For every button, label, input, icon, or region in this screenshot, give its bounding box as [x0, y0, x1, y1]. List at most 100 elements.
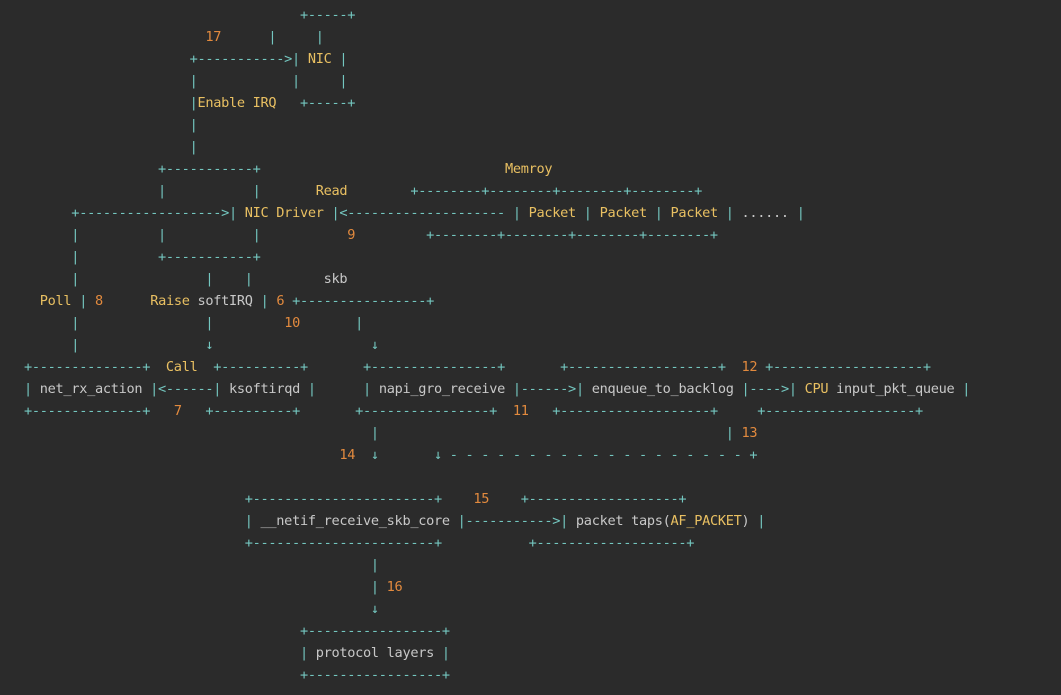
diagram-label: Read — [315, 183, 348, 199]
diagram-label: Raise — [150, 293, 190, 309]
diagram-line: | protocol layers | — [24, 642, 450, 664]
diagram-connector: | — [331, 51, 348, 67]
diagram-connector: +----------+ +----------------+ — [181, 403, 513, 419]
diagram-line: | | | skb — [24, 268, 347, 290]
diagram-connector: | — [252, 293, 277, 309]
step-number: 10 — [284, 315, 300, 331]
diagram-connector: +-----+ — [24, 7, 356, 23]
diagram-line: | | 10 | — [24, 312, 363, 334]
diagram-connector: |----------->| — [449, 513, 576, 529]
diagram-line: | ↓ ↓ — [24, 334, 379, 356]
diagram-connector: | — [24, 117, 198, 133]
diagram-connector: | — [24, 557, 379, 573]
diagram-label: AF_PACKET — [670, 513, 742, 529]
diagram-connector: | | — [24, 425, 742, 441]
step-number: 8 — [94, 293, 103, 309]
diagram-line: | +-----------+ — [24, 246, 261, 268]
diagram-connector: +--------+--------+--------+--------+ — [347, 183, 703, 199]
diagram-label: Packet — [528, 205, 577, 221]
diagram-connector: +--------+--------+--------+--------+ — [355, 227, 718, 243]
diagram-connector: +--------------+ — [24, 359, 166, 375]
diagram-line: | — [24, 136, 198, 158]
diagram-line: | | | — [24, 70, 348, 92]
diagram-connector: | — [24, 645, 316, 661]
diagram-connector — [828, 381, 836, 397]
diagram-connector: |<-------------------- | — [323, 205, 529, 221]
diagram-text: softIRQ — [197, 293, 254, 309]
diagram-line: +------------------>| NIC Driver |<-----… — [24, 202, 805, 224]
diagram-line: +-----------------+ — [24, 620, 450, 642]
diagram-label: Enable IRQ — [197, 95, 277, 111]
diagram-connector: | — [299, 315, 364, 331]
diagram-connector: | — [24, 95, 198, 111]
diagram-line: +--------------+ 7 +----------+ +-------… — [24, 400, 923, 422]
diagram-connector: | | | — [24, 73, 348, 89]
diagram-connector: ↓ ↓ - - - - - - - - - - - - - - - - - - … — [355, 447, 758, 463]
diagram-label: Call — [165, 359, 198, 375]
diagram-label: Packet — [670, 205, 719, 221]
diagram-line: |Enable IRQ +-----+ — [24, 92, 356, 114]
diagram-text: napi_gro_receive — [378, 381, 505, 397]
diagram-connector: | — [71, 293, 95, 309]
diagram-connector: | | — [299, 381, 379, 397]
diagram-text: enqueue_to_backlog — [591, 381, 734, 397]
diagram-connector — [103, 293, 150, 309]
diagram-line: | | | 9 +--------+--------+--------+----… — [24, 224, 718, 246]
diagram-connector: +-----------------+ — [24, 667, 450, 683]
diagram-label: Packet — [599, 205, 648, 221]
diagram-connector: +-----------------------+ +-------------… — [24, 535, 695, 551]
diagram-connector: | — [788, 205, 805, 221]
diagram-text: packet taps( — [575, 513, 671, 529]
diagram-line: +-----------------------+ 15 +----------… — [24, 488, 687, 510]
diagram-label: Memroy — [504, 161, 553, 177]
diagram-connector: | — [24, 513, 261, 529]
diagram-line: +-----+ — [24, 4, 356, 26]
diagram-text: ksoftirqd — [229, 381, 300, 397]
diagram-connector: +-----+ — [276, 95, 356, 111]
diagram-connector: +-----------+ — [24, 161, 505, 177]
diagram-label: Poll — [39, 293, 72, 309]
step-number: 12 — [741, 359, 758, 375]
diagram-line: +-----------------+ — [24, 664, 450, 686]
step-number: 16 — [386, 579, 403, 595]
step-number: 11 — [512, 403, 529, 419]
diagram-connector: | — [717, 205, 742, 221]
diagram-line: | — [24, 554, 379, 576]
diagram-connector: | +-----------+ — [24, 249, 261, 265]
diagram-text: __netif_receive_skb_core — [260, 513, 451, 529]
diagram-connector: | — [24, 381, 40, 397]
diagram-line: Poll | 8 Raise softIRQ | 6 +------------… — [24, 290, 435, 312]
diagram-text: protocol layers — [315, 645, 435, 661]
diagram-connector: | ↓ ↓ — [24, 337, 379, 353]
diagram-connector: | — [433, 645, 450, 661]
diagram-connector — [24, 447, 339, 463]
diagram-connector: | — [24, 579, 387, 595]
diagram-line: +-----------+ Memroy — [24, 158, 553, 180]
diagram-line: +--------------+ Call +----------+ +----… — [24, 356, 931, 378]
diagram-connector: | — [749, 513, 766, 529]
diagram-connector: | | — [221, 29, 324, 45]
diagram-connector: ↓ — [24, 601, 379, 617]
diagram-label: NIC — [307, 51, 332, 67]
diagram-connector: +----------->| — [24, 51, 308, 67]
diagram-line: +----------->| NIC | — [24, 48, 348, 70]
diagram-connector: | — [646, 205, 671, 221]
diagram-label: CPU — [804, 381, 829, 397]
diagram-connector: |<------| — [142, 381, 230, 397]
diagram-line: | | 13 — [24, 422, 758, 444]
diagram-connector — [24, 29, 205, 45]
diagram-line: 17 | | — [24, 26, 324, 48]
diagram-connector: +-------------------+ — [489, 491, 687, 507]
diagram-connector: | — [575, 205, 600, 221]
diagram-label: NIC Driver — [244, 205, 324, 221]
diagram-line: | __netif_receive_skb_core |----------->… — [24, 510, 766, 532]
step-number: 17 — [205, 29, 222, 45]
diagram-text: net_rx_action — [39, 381, 143, 397]
diagram-text: skb — [323, 271, 348, 287]
diagram-connector: +----------+ +----------------+ +-------… — [197, 359, 742, 375]
diagram-connector: | | | — [24, 271, 324, 287]
step-number: 9 — [347, 227, 356, 243]
diagram-connector: |------>| — [504, 381, 592, 397]
diagram-connector: | | — [24, 315, 285, 331]
diagram-line: 14 ↓ ↓ - - - - - - - - - - - - - - - - -… — [24, 444, 757, 466]
